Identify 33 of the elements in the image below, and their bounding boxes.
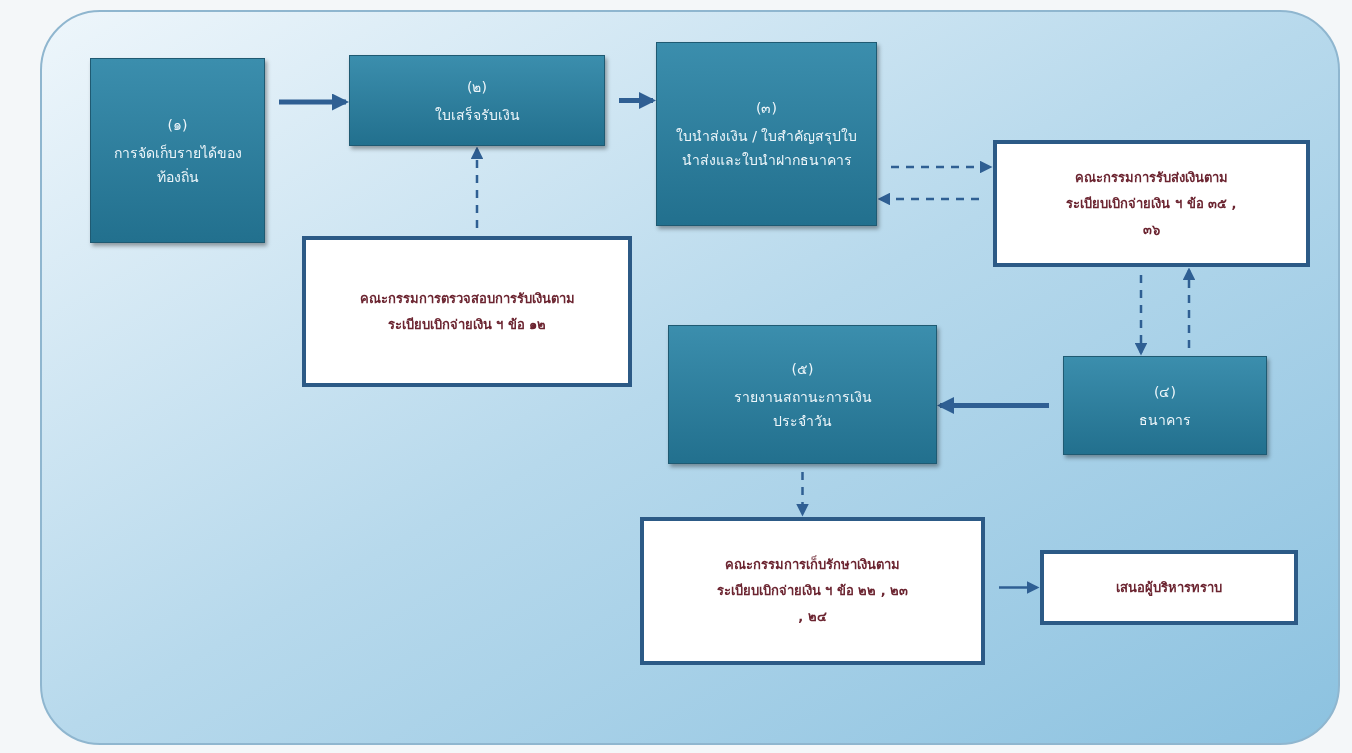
arrow [999,581,1040,594]
process-box [1063,356,1267,455]
step-label: ธนาคาร [1139,410,1191,430]
note-box [993,140,1310,267]
arrow [937,397,1049,414]
note-box [640,517,985,665]
arrow [877,192,979,206]
arrow [279,93,349,111]
step-number: (๔) [1154,382,1176,402]
note-text: คณะกรรมการรับส่งเงินตามระเบียบเบิกจ่ายเงิน ฯ ข้อ ๓๕ , ๓๖ [1065,168,1238,239]
step-label: ใบนำส่งเงิน / ใบสำคัญสรุปใบนำส่งและใบนำฝากธนาคาร [674,127,859,170]
step-number: (๒) [467,77,487,97]
arrow [470,146,484,228]
note-text: เสนอผู้บริหารทราบ [1116,578,1222,598]
step-number: (๓) [756,99,777,118]
step-label: การจัดเก็บรายได้ของท้องถิ่น [112,143,243,187]
arrow [891,160,993,174]
arrow [1134,275,1148,356]
step-label: รายงานสถานะการเงินประจำวัน [732,387,873,431]
note-text: คณะกรรมการตรวจสอบการรับเงินตามระเบียบเบิกจ่ายเงิน ฯ ข้อ ๑๒ [358,289,576,334]
step-label: ใบเสร็จรับเงิน [434,105,520,125]
arrow [619,92,656,109]
step-number: (๕) [791,359,814,379]
process-box [349,55,605,146]
arrow [796,472,809,517]
note-box [302,236,632,387]
process-box [668,325,937,464]
step-number: (๑) [167,115,188,135]
arrow [1182,267,1196,348]
note-box [1040,550,1298,625]
process-box [656,42,877,226]
process-box [90,58,265,243]
note-text: คณะกรรมการเก็บรักษาเงินตามระเบียบเบิกจ่ายเงิน ฯ ข้อ ๒๒ , ๒๓ , ๒๔ [715,554,910,626]
